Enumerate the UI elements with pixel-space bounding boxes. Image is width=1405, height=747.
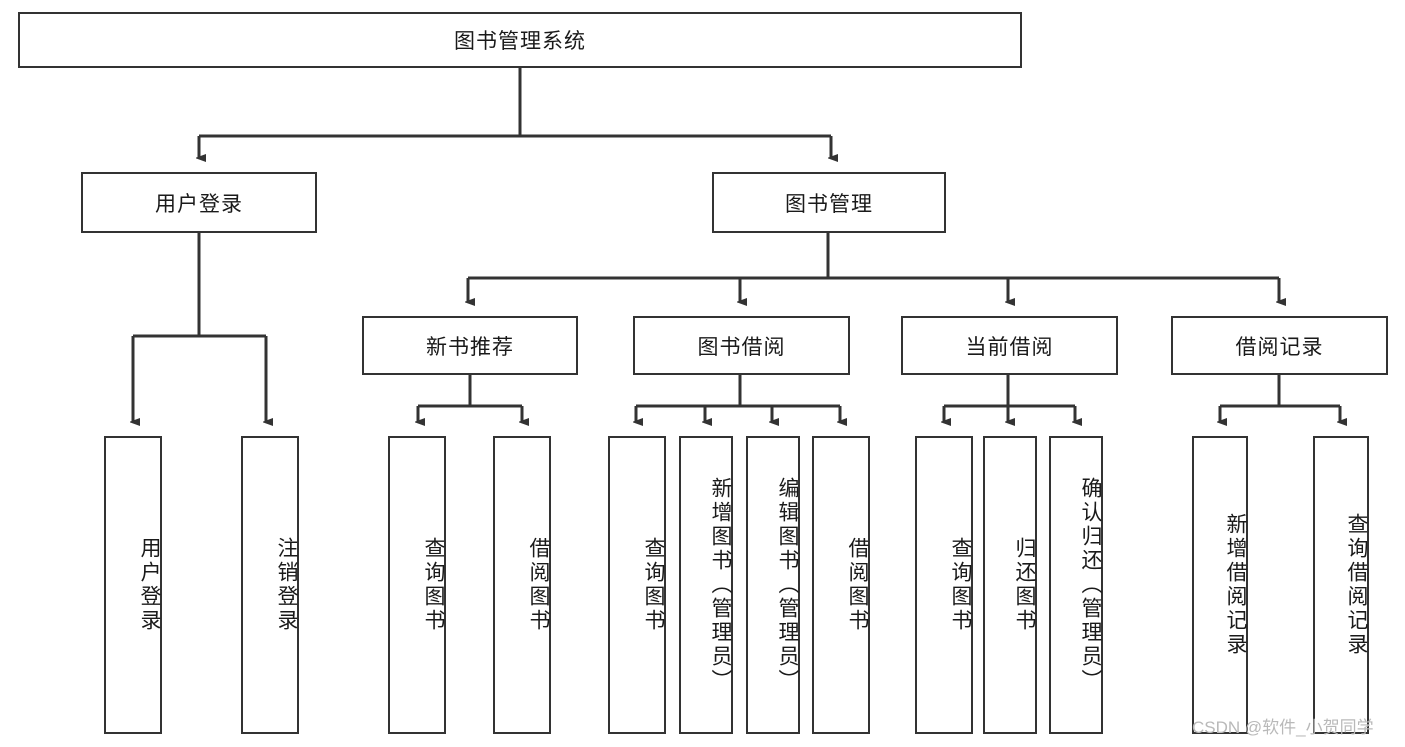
node-book-management[interactable]: 图书管理 xyxy=(712,172,946,233)
node-label: 借阅图书 xyxy=(527,537,550,633)
node-label: 归还图书 xyxy=(1013,537,1036,633)
leaf-confirm-return-admin[interactable]: 确认归还（管理员） xyxy=(1049,436,1103,734)
node-current-borrow[interactable]: 当前借阅 xyxy=(901,316,1118,375)
leaf-query-borrow-record[interactable]: 查询借阅记录 xyxy=(1313,436,1369,734)
node-label: 用户登录 xyxy=(155,192,243,216)
node-label: 用户登录 xyxy=(138,537,161,633)
leaf-add-book-admin[interactable]: 新增图书（管理员） xyxy=(679,436,733,734)
node-label: 图书借阅 xyxy=(697,335,786,359)
node-label: 注销登录 xyxy=(275,537,298,633)
leaf-user-logout[interactable]: 注销登录 xyxy=(241,436,299,734)
leaf-add-borrow-record[interactable]: 新增借阅记录 xyxy=(1192,436,1248,734)
watermark-text: CSDN @软件_小贺同学 xyxy=(1192,718,1374,737)
node-new-book-recommend[interactable]: 新书推荐 xyxy=(362,316,578,375)
leaf-return-book[interactable]: 归还图书 xyxy=(983,436,1037,734)
node-label: 查询图书 xyxy=(422,537,445,633)
node-label: 借阅图书 xyxy=(846,537,869,633)
leaf-query-book-recommend[interactable]: 查询图书 xyxy=(388,436,446,734)
node-label: 图书管理系统 xyxy=(454,30,586,53)
node-label: 查询图书 xyxy=(642,537,665,633)
node-label: 查询图书 xyxy=(949,537,972,633)
leaf-borrow-book-recommend[interactable]: 借阅图书 xyxy=(493,436,551,734)
node-book-borrow[interactable]: 图书借阅 xyxy=(633,316,850,375)
node-label: 确认归还（管理员） xyxy=(1079,477,1102,693)
node-user-login[interactable]: 用户登录 xyxy=(81,172,317,233)
node-label: 新增图书（管理员） xyxy=(709,477,732,693)
node-label: 借阅记录 xyxy=(1235,335,1324,359)
node-label: 当前借阅 xyxy=(965,335,1054,359)
leaf-user-login[interactable]: 用户登录 xyxy=(104,436,162,734)
node-label: 编辑图书（管理员） xyxy=(776,477,799,693)
leaf-query-book-borrow[interactable]: 查询图书 xyxy=(608,436,666,734)
node-label: 新书推荐 xyxy=(426,335,514,359)
leaf-edit-book-admin[interactable]: 编辑图书（管理员） xyxy=(746,436,800,734)
node-label: 图书管理 xyxy=(785,192,873,216)
node-label: 新增借阅记录 xyxy=(1224,513,1247,657)
node-root-system[interactable]: 图书管理系统 xyxy=(18,12,1022,68)
node-borrow-record[interactable]: 借阅记录 xyxy=(1171,316,1388,375)
leaf-query-book-current[interactable]: 查询图书 xyxy=(915,436,973,734)
node-label: 查询借阅记录 xyxy=(1345,513,1368,657)
leaf-borrow-book[interactable]: 借阅图书 xyxy=(812,436,870,734)
